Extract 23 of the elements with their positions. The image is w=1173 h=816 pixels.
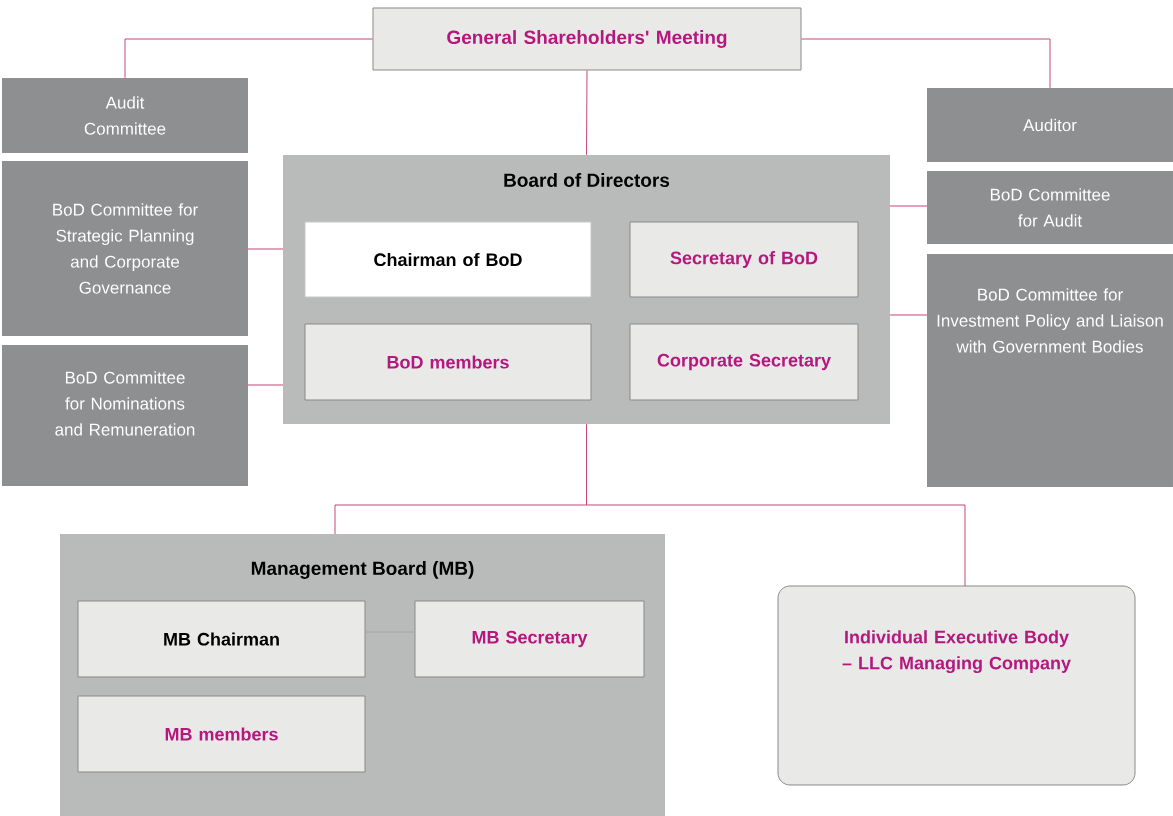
committee-box: Auditor [927,88,1173,162]
role-box: MB Chairman [77,600,366,678]
role-box: Chairman of BoD [304,221,592,298]
connector-line [801,38,1051,89]
meeting-box: General Shareholders' Meeting [372,7,802,71]
committee-box: BoD Committee for Nominations and Remuneration [2,345,248,486]
connector-line [124,38,373,79]
role-box: BoD members [304,323,592,401]
executive-box: Individual Executive Body – LLC Managing Company [777,585,1136,786]
connector-line [586,70,588,156]
connector-line [889,314,928,316]
connector-line [334,423,966,587]
role-box: Corporate Secretary [629,323,859,401]
role-box: MB Secretary [414,600,645,678]
committee-box: BoD Committee for Strategic Planning and Corporate Governance [2,161,248,336]
connector-line [247,248,284,250]
committee-box: BoD Committee for Investment Policy and Liaison with Government Bodies [927,254,1173,487]
committee-box: Audit Committee [2,78,248,153]
role-box: Secretary of BoD [629,221,859,298]
committee-box: BoD Committee for Audit [927,171,1173,244]
connector-line [247,384,284,386]
connector-line [889,205,928,207]
role-box: MB members [77,695,366,773]
